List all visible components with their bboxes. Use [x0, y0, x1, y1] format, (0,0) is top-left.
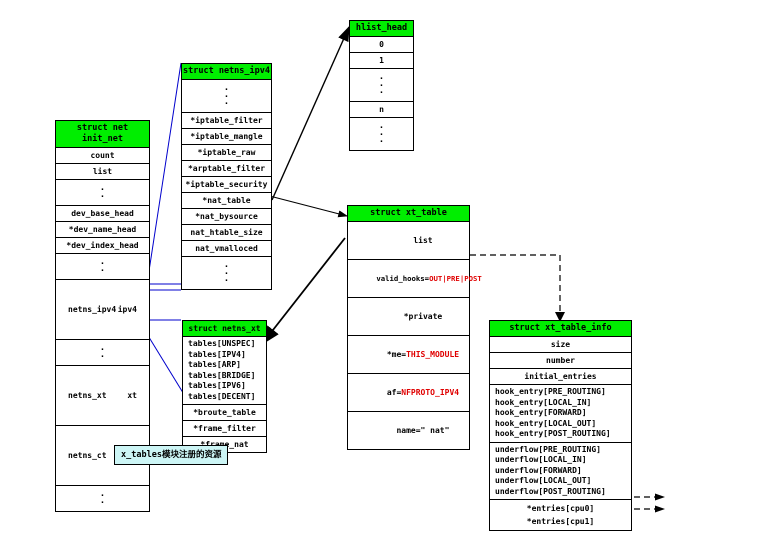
struct-net-row-list: list: [56, 164, 149, 180]
netns-xt-tables-bridge: tables[BRIDGE]: [188, 370, 256, 380]
struct-net-ellipsis-4: ..: [99, 489, 106, 506]
netns-xt-tables-decent: tables[DECENT]: [188, 391, 256, 401]
struct-net-ellipsis-1: ..: [56, 180, 149, 206]
hlist-head-header: hlist_head: [350, 21, 413, 37]
netns-ipv4-ellipsis-bottom: ...: [223, 260, 230, 284]
xt-table-valid-hooks-value: OUT|PRE|POST: [429, 274, 482, 283]
struct-net-row-netns-ipv4: netns_ipv4 ipv4: [56, 280, 149, 340]
xt-table-row-list: list: [348, 222, 469, 260]
xt-table-row-valid-hooks: valid_hooks=OUT|PRE|POST: [348, 260, 482, 298]
xt-table-valid-hooks-label: valid_hooks=: [376, 274, 430, 283]
xt-table-af-value: NFPROTO_IPV4: [401, 388, 460, 397]
netns-xt-tables-ipv6: tables[IPV6]: [188, 381, 246, 390]
netns-xt-tables-unspec: tables[UNSPEC]: [188, 339, 256, 348]
arrowhead-cpu1: [655, 505, 665, 513]
netns-ipv4-header: struct netns_ipv4: [182, 64, 271, 80]
xt-table-info-underflow-group: underflow[PRE_ROUTING] underflow[LOCAL_I…: [490, 443, 631, 500]
struct-net-row-netns-xt-type: netns_xt: [68, 391, 107, 400]
hook-entry-local-in: hook_entry[LOCAL_IN]: [495, 397, 592, 407]
xt-table-name-text: name=" nat": [396, 426, 450, 435]
netns-ipv4-ellipsis-top: ...: [182, 80, 271, 113]
struct-net-row-dev-base-head: dev_base_head: [56, 206, 149, 222]
netns-ipv4-row-iptable-security: *iptable_security: [182, 177, 271, 193]
underflow-forward: underflow[FORWARD]: [495, 465, 582, 475]
hlist-head-row-0: 0: [350, 37, 413, 53]
xt-table-info-row-size: size: [490, 337, 631, 353]
struct-net-row-dev-index-head: *dev_index_head: [56, 238, 149, 254]
netns-xt-row-broute-table: *broute_table: [183, 405, 266, 421]
struct-xt-table-info-box: struct xt_table_info size number initial…: [489, 320, 632, 531]
wire-natbysource-to-hlist: [271, 25, 350, 201]
entries-cpu0: *entries[cpu0]: [526, 504, 595, 513]
hlist-head-row-n: n: [350, 102, 413, 118]
hlist-head-ellipsis-1: ...: [350, 69, 413, 102]
struct-xt-table-box: struct xt_table list valid_hooks=OUT|PRE…: [347, 205, 482, 450]
struct-net-row-count: count: [56, 148, 149, 164]
underflow-pre-routing: underflow[PRE_ROUTING]: [495, 444, 601, 454]
netns-xt-row-frame-filter: *frame_filter: [183, 421, 266, 437]
netns-ipv4-row-nat-bysource: *nat_bysource: [182, 209, 271, 225]
netns-ipv4-row-iptable-raw: *iptable_raw: [182, 145, 271, 161]
netns-ipv4-row-nat-table: *nat_table: [182, 193, 271, 209]
hlist-head-row-1: 1: [350, 53, 413, 69]
xt-table-me-value: THIS_MODULE: [406, 350, 460, 359]
wire-private-to-tableinfo: [470, 254, 561, 312]
hook-entry-post-routing: hook_entry[POST_ROUTING]: [495, 429, 611, 438]
xt-table-row-me: *me=THIS_MODULE: [348, 336, 469, 374]
netns-xt-tables-arp: tables[ARP]: [188, 360, 241, 369]
xt-table-info-header: struct xt_table_info: [490, 321, 631, 337]
xt-table-af-label: af=: [386, 388, 402, 397]
netns-xt-row-frame-nat: *frame_nat: [183, 437, 266, 452]
wire-net-to-netns-ipv4: [146, 62, 182, 291]
netns-ipv4-row-nat-vmalloced: nat_vmalloced: [182, 241, 271, 257]
struct-net-header: struct net init_net: [56, 121, 149, 148]
hlist-head-box: hlist_head 0 1 ... n ...: [349, 20, 414, 151]
struct-net-row-netns-xt-name: xt: [127, 391, 137, 400]
netns-xt-header: struct netns_xt: [183, 321, 266, 337]
xt-table-header: struct xt_table: [348, 206, 469, 222]
xt-table-private-text: *private: [403, 312, 443, 321]
xt-table-row-name: name=" nat": [348, 412, 469, 449]
netns-ipv4-row-arptable-filter: *arptable_filter: [182, 161, 271, 177]
wire-xttable-to-netnsxt: [260, 237, 346, 346]
struct-netns-ipv4-box: struct netns_ipv4 ... *iptable_filter *i…: [181, 63, 272, 290]
xt-table-info-row-number: number: [490, 353, 631, 369]
struct-net-row-netns-xt: netns_xt xt: [56, 366, 149, 426]
netns-xt-tables-ipv4: tables[IPV4]: [188, 349, 246, 359]
netns-ipv4-row-iptable-mangle: *iptable_mangle: [182, 129, 271, 145]
underflow-local-in: underflow[LOCAL_IN]: [495, 455, 587, 464]
xt-table-info-row-initial-entries: initial_entries: [490, 369, 631, 385]
xt-table-list-text: list: [413, 236, 433, 245]
netns-ipv4-row-nat-htable-size: nat_htable_size: [182, 225, 271, 241]
xt-table-info-hook-entries-group: hook_entry[PRE_ROUTING] hook_entry[LOCAL…: [490, 385, 631, 443]
hook-entry-forward: hook_entry[FORWARD]: [495, 408, 587, 417]
xt-table-row-af: af=NFPROTO_IPV4: [348, 374, 469, 412]
wire-net-to-netns-xt: [146, 319, 186, 397]
struct-net-ellipsis-3: ..: [56, 340, 149, 366]
struct-net-row-dev-name-head: *dev_name_head: [56, 222, 149, 238]
netns-ipv4-row-iptable-filter: *iptable_filter: [182, 113, 271, 129]
struct-net-row-netns-ipv4-name: ipv4: [117, 305, 137, 314]
struct-net-ellipsis-2: ..: [56, 254, 149, 280]
struct-netns-xt-box: struct netns_xt tables[UNSPEC] tables[IP…: [182, 320, 267, 453]
arrowhead-cpu0: [655, 493, 665, 501]
underflow-local-out: underflow[LOCAL_OUT]: [495, 476, 592, 485]
xt-table-me-label: *me=: [386, 350, 407, 359]
hook-entry-pre-routing: hook_entry[PRE_ROUTING]: [495, 387, 606, 396]
entries-cpu1: *entries[cpu1]: [526, 517, 595, 526]
xt-table-info-entries-group: *entries[cpu0] *entries[cpu1]: [490, 500, 631, 530]
xt-table-row-private: *private: [348, 298, 469, 336]
struct-net-row-netns-ipv4-type: netns_ipv4: [68, 305, 117, 314]
legend-note: x_tables模块注册的资源: [114, 445, 229, 465]
underflow-post-routing: underflow[POST_ROUTING]: [495, 486, 606, 496]
struct-net-row-netns-ct-type: netns_ct: [68, 451, 107, 460]
netns-xt-tables-group: tables[UNSPEC] tables[IPV4] tables[ARP] …: [183, 337, 266, 405]
hook-entry-local-out: hook_entry[LOCAL_OUT]: [495, 418, 597, 428]
hlist-head-ellipsis-2: ...: [378, 121, 385, 145]
